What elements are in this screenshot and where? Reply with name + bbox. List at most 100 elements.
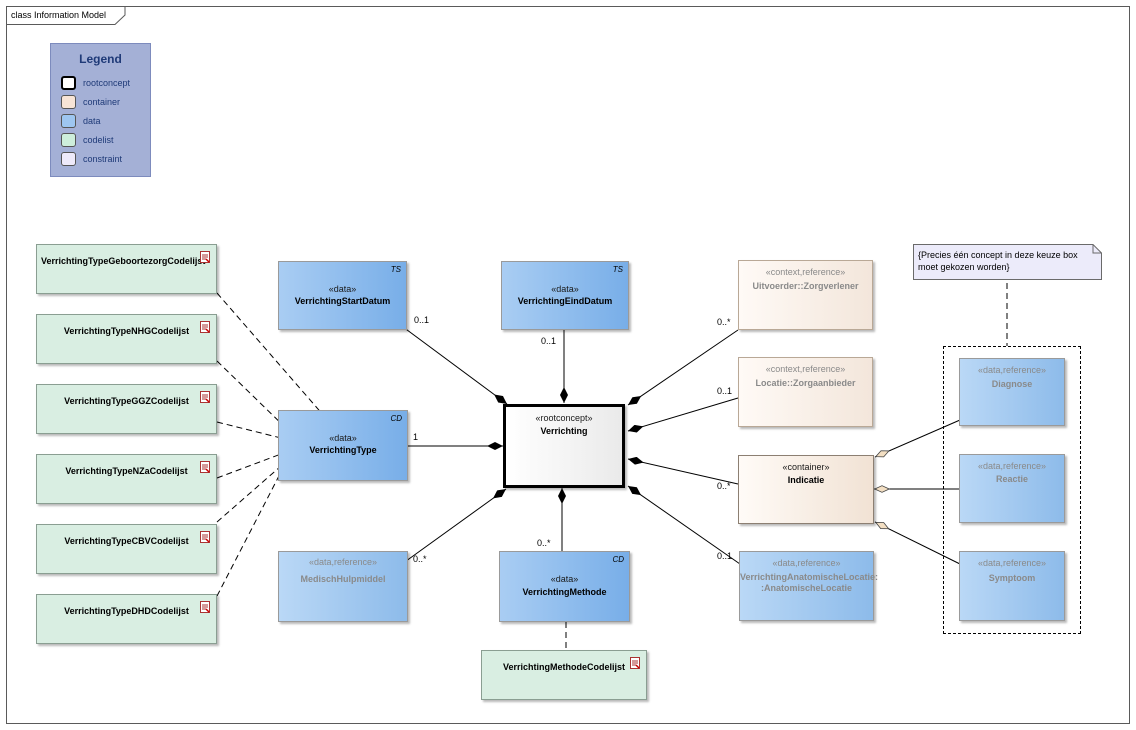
codelist-name: VerrichtingTypeDHDCodelijst: [64, 606, 189, 616]
link-indicatie: [627, 456, 739, 485]
legend-swatch-data: [61, 114, 76, 128]
class-name: Uitvoerder::Zorgverlener: [752, 281, 859, 291]
legend: Legend rootconcept container data codeli…: [50, 43, 151, 177]
class-name: VerrichtingAnatomischeLocatie:: [740, 572, 879, 582]
class-stereotype: «data»: [328, 284, 357, 294]
multiplicity-hulpmiddel: 0..*: [413, 554, 427, 564]
class-name-continued: :AnatomischeLocatie: [760, 583, 853, 593]
legend-label-rootconcept: rootconcept: [83, 78, 131, 88]
class-name: Locatie::Zorgaanbieder: [755, 378, 856, 388]
constraint-note-text: {Precies één concept in deze keuze box m…: [918, 250, 1078, 272]
multiplicity-uitvoerder: 0..*: [717, 317, 731, 327]
class-stereotype: «rootconcept»: [535, 413, 593, 423]
legend-swatch-rootconcept: [61, 76, 76, 90]
datatype-badge: TS: [612, 265, 623, 274]
legend-swatch-codelist: [61, 133, 76, 147]
codelist-geboortezorg[interactable]: VerrichtingTypeGeboortezorgCodelijst: [36, 244, 217, 294]
codelist-icon: [200, 391, 210, 403]
codelist-icon: [200, 251, 210, 263]
legend-label-data: data: [83, 116, 101, 126]
class-verrichting-anatomische-locatie[interactable]: «data,reference» VerrichtingAnatomischeL…: [739, 551, 879, 621]
legend-title: Legend: [79, 52, 122, 66]
codelist-cbv[interactable]: VerrichtingTypeCBVCodelijst: [36, 524, 217, 574]
datatype-badge: TS: [390, 265, 401, 274]
codelist-icon: [200, 601, 210, 613]
legend-swatch-container: [61, 95, 76, 109]
multiplicity-type: 1: [413, 432, 419, 442]
link-hulpmiddel: [394, 488, 507, 570]
link-locatie: [627, 397, 739, 433]
class-name: VerrichtingType: [309, 445, 377, 455]
frame-title-tab: [6, 6, 126, 25]
class-stereotype: «data,reference»: [977, 558, 1047, 568]
legend-label-constraint: constraint: [83, 154, 123, 164]
class-stereotype: «container»: [782, 462, 830, 472]
dep-nhg: [216, 360, 291, 433]
codelist-dhd[interactable]: VerrichtingTypeDHDCodelijst: [36, 594, 217, 644]
dep-nza: [216, 453, 282, 479]
class-name: Diagnose: [991, 379, 1033, 389]
codelist-nhg[interactable]: VerrichtingTypeNHGCodelijst: [36, 314, 217, 364]
codelist-icon: [200, 321, 210, 333]
class-stereotype: «data,reference»: [977, 461, 1047, 471]
class-stereotype: «data,reference»: [308, 557, 378, 567]
codelist-ggz[interactable]: VerrichtingTypeGGZCodelijst: [36, 384, 217, 434]
class-stereotype: «context,reference»: [765, 364, 846, 374]
class-name: VerrichtingStartDatum: [294, 296, 391, 306]
frame-title: class Information Model: [11, 10, 107, 20]
codelist-name: VerrichtingTypeNHGCodelijst: [63, 326, 190, 336]
legend-label-codelist: codelist: [83, 135, 114, 145]
class-name: VerrichtingEindDatum: [517, 296, 613, 306]
multiplicity-methode: 0..*: [537, 538, 551, 548]
codelist-nza[interactable]: VerrichtingTypeNZaCodelijst: [36, 454, 217, 504]
codelist-icon: [630, 657, 640, 669]
class-verrichting-start-datum[interactable]: TS «data» VerrichtingStartDatum: [278, 261, 407, 330]
class-verrichting-root[interactable]: «rootconcept» Verrichting: [503, 404, 625, 488]
class-name: VerrichtingMethode: [522, 587, 607, 597]
link-start-datum: [394, 320, 508, 405]
class-stereotype: «data»: [551, 284, 579, 294]
codelist-name: VerrichtingTypeGGZCodelijst: [64, 396, 189, 406]
class-medisch-hulpmiddel[interactable]: «data,reference» MedischHulpmiddel: [278, 551, 408, 622]
class-stereotype: «data»: [329, 433, 357, 443]
class-indicatie[interactable]: «container» Indicatie: [738, 455, 874, 524]
diagram-frame: [6, 6, 1130, 724]
datatype-badge: CD: [612, 555, 624, 564]
class-symptoom[interactable]: «data,reference» Symptoom: [959, 551, 1065, 621]
multiplicity-indicatie: 0..*: [717, 481, 731, 491]
class-name: Indicatie: [787, 475, 825, 485]
dep-ggz: [216, 421, 282, 439]
class-diagnose[interactable]: «data,reference» Diagnose: [959, 358, 1065, 426]
class-stereotype: «data,reference»: [772, 558, 841, 568]
codelist-name: VerrichtingTypeNZaCodelijst: [65, 466, 188, 476]
class-verrichting-methode[interactable]: CD «data» VerrichtingMethode: [499, 551, 630, 622]
class-verrichting-eind-datum[interactable]: TS «data» VerrichtingEindDatum: [501, 261, 629, 330]
class-reactie[interactable]: «data,reference» Reactie: [959, 454, 1065, 523]
choice-box: [943, 346, 1081, 634]
multiplicity-eind-datum: 0..1: [541, 336, 557, 346]
class-stereotype: «data»: [550, 574, 579, 584]
class-stereotype: «data,reference»: [977, 365, 1047, 375]
dep-dhd: [216, 471, 282, 597]
class-uitvoerder-zorgverlener[interactable]: «context,reference» Uitvoerder::Zorgverl…: [738, 260, 873, 330]
link-uitvoerder: [627, 329, 739, 406]
constraint-note: [913, 244, 1102, 280]
class-locatie-zorgaanbieder[interactable]: «context,reference» Locatie::Zorgaanbied…: [738, 357, 873, 427]
class-verrichting-type[interactable]: CD «data» VerrichtingType: [278, 410, 408, 481]
link-symptoom: [874, 521, 961, 565]
multiplicity-locatie: 0..1: [717, 386, 733, 396]
legend-swatch-constraint: [61, 152, 76, 166]
codelist-name: VerrichtingMethodeCodelijst: [502, 662, 625, 672]
link-anat-locatie: [627, 485, 741, 565]
dep-cbv: [216, 465, 282, 523]
class-name: Reactie: [995, 474, 1029, 484]
class-name: Symptoom: [988, 573, 1036, 583]
multiplicity-start-datum: 0..1: [414, 315, 430, 325]
class-name: MedischHulpmiddel: [300, 574, 386, 584]
multiplicity-anat-locatie: 0..1: [717, 551, 733, 561]
codelist-icon: [200, 531, 210, 543]
codelist-methode[interactable]: VerrichtingMethodeCodelijst: [481, 650, 647, 700]
codelist-name: VerrichtingTypeGeboortezorgCodelijst: [41, 256, 206, 266]
link-diagnose: [874, 419, 961, 458]
